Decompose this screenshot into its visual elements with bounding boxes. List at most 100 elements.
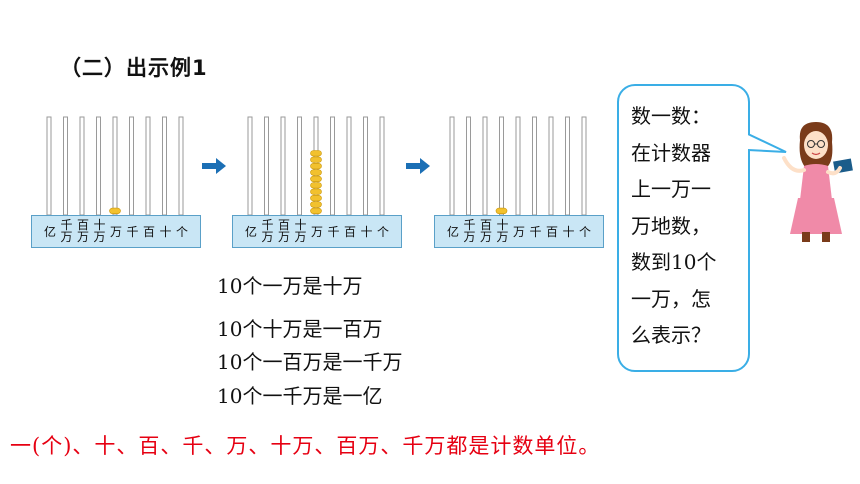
place-value-label-top: 千 xyxy=(60,218,73,232)
place-value-label: 十 xyxy=(159,225,172,239)
abacus-bead xyxy=(310,162,322,170)
footer-counting-units: 一(个)、十、百、千、万、十万、百万、千万都是计数单位。 xyxy=(10,434,601,458)
abacus-bead xyxy=(109,207,121,214)
place-value-label: 万 xyxy=(109,225,123,239)
teacher-illustration-icon xyxy=(782,122,853,242)
bubble-line: 数一数： xyxy=(631,104,711,128)
place-value-label-top: 百 xyxy=(277,218,291,232)
abacus-bead xyxy=(310,175,322,182)
place-value-label-top: 十 xyxy=(496,218,509,232)
abacus-bead xyxy=(310,201,322,208)
abacus-rod xyxy=(363,116,368,216)
abacus-rod xyxy=(330,116,335,216)
abacus-rod xyxy=(482,116,488,216)
place-value-label: 千 xyxy=(126,225,139,239)
place-value-label: 个 xyxy=(175,225,189,239)
abacus-bead xyxy=(310,207,322,214)
abacus-rods xyxy=(46,116,184,216)
abacus-rod xyxy=(466,116,471,216)
abacus-rod xyxy=(129,116,134,216)
place-value-label: 百 xyxy=(343,225,357,239)
abacus-one-ten-thousand: 亿千万百万十万万千百十个 xyxy=(31,115,201,250)
place-value-label: 十万 xyxy=(496,219,508,243)
place-value-label: 百万 xyxy=(480,219,492,243)
place-value-label: 百万 xyxy=(278,219,290,243)
place-value-label-top: 十 xyxy=(93,218,106,232)
place-value-label: 亿 xyxy=(446,225,460,239)
right-arrow-icon xyxy=(202,158,226,174)
bubble-line: 数到10个 xyxy=(631,250,717,274)
statement-2: 10个十万是一百万 xyxy=(217,317,383,341)
abacus-rod xyxy=(247,116,253,216)
place-value-label-bottom: 万 xyxy=(277,230,291,244)
page-title: （二）出示例1 xyxy=(60,56,208,80)
place-value-label-top: 十 xyxy=(294,218,307,232)
abacus-rod xyxy=(297,116,302,216)
speech-bubble-tail-icon xyxy=(748,133,787,153)
abacus-bead xyxy=(310,182,322,189)
place-value-label: 百 xyxy=(545,225,559,239)
place-value-label-top: 千 xyxy=(261,218,274,232)
right-arrow-icon xyxy=(406,158,430,174)
place-value-label-bottom: 万 xyxy=(261,230,274,244)
place-value-label: 千万 xyxy=(261,219,273,243)
abacus-bead xyxy=(310,188,322,195)
place-value-label: 亿 xyxy=(244,225,258,239)
place-value-label: 个 xyxy=(376,225,390,239)
place-value-label-top: 千 xyxy=(463,218,476,232)
abacus-rod xyxy=(145,116,151,216)
abacus-bead xyxy=(310,150,322,157)
place-value-label-bottom: 万 xyxy=(76,230,90,244)
place-value-label: 十万 xyxy=(294,219,306,243)
abacus-rod xyxy=(280,116,286,216)
place-value-label: 千万 xyxy=(463,219,475,243)
abacus-bead xyxy=(495,207,508,214)
place-value-label: 亿 xyxy=(43,225,57,239)
abacus-rod xyxy=(379,116,385,216)
speech-bubble-text: 数一数： 在计数器 上一万一 万地数， 数到10个 一万，怎 么表示？ xyxy=(631,98,746,354)
abacus-rod xyxy=(96,116,101,216)
abacus-base: 亿千万百万十万万千百十个 xyxy=(232,215,402,248)
place-value-label-bottom: 万 xyxy=(60,230,73,244)
place-value-label-bottom: 万 xyxy=(93,230,106,244)
abacus-rod xyxy=(79,116,85,216)
abacus-rod xyxy=(565,116,570,216)
abacus-rod xyxy=(178,116,184,216)
place-value-label-top: 百 xyxy=(76,218,90,232)
statement-1: 10个一万是十万 xyxy=(217,274,363,298)
place-value-label: 千 xyxy=(327,225,340,239)
place-value-label: 百万 xyxy=(77,219,89,243)
bubble-line: 在计数器 xyxy=(631,140,711,165)
place-value-label-top: 百 xyxy=(479,218,493,232)
place-value-label: 千万 xyxy=(60,219,72,243)
statement-4: 10个一千万是一亿 xyxy=(217,384,383,408)
abacus-rod xyxy=(581,116,587,216)
abacus-bead xyxy=(310,195,322,202)
abacus-one-hundred-thousand: 亿千万百万十万万千百十个 xyxy=(434,115,604,250)
abacus-rod xyxy=(346,116,352,216)
place-value-label-bottom: 万 xyxy=(479,230,493,244)
place-value-label: 百 xyxy=(142,225,156,239)
abacus-rod xyxy=(63,116,68,216)
bubble-line: 么表示？ xyxy=(631,323,711,347)
place-value-label: 个 xyxy=(578,225,592,239)
abacus-rod xyxy=(548,116,554,216)
place-value-label: 万 xyxy=(310,225,324,239)
abacus-rod xyxy=(264,116,269,216)
abacus-rod xyxy=(46,116,52,216)
bubble-line: 上一万一 xyxy=(631,177,711,201)
place-value-label: 十万 xyxy=(93,219,105,243)
place-value-label: 万 xyxy=(512,225,526,239)
place-value-label-bottom: 万 xyxy=(294,230,307,244)
place-value-label: 千 xyxy=(529,225,542,239)
place-value-label-bottom: 万 xyxy=(496,230,509,244)
bubble-line: 万地数， xyxy=(631,213,711,238)
abacus-rod xyxy=(515,116,521,216)
abacus-rod xyxy=(162,116,167,216)
place-value-label-bottom: 万 xyxy=(463,230,476,244)
abacus-rod xyxy=(112,116,118,216)
abacus-rod xyxy=(532,116,537,216)
abacus-rod xyxy=(499,116,504,216)
bubble-line: 一万，怎 xyxy=(631,286,711,311)
abacus-ten-ten-thousands: 亿千万百万十万万千百十个 xyxy=(232,115,402,250)
